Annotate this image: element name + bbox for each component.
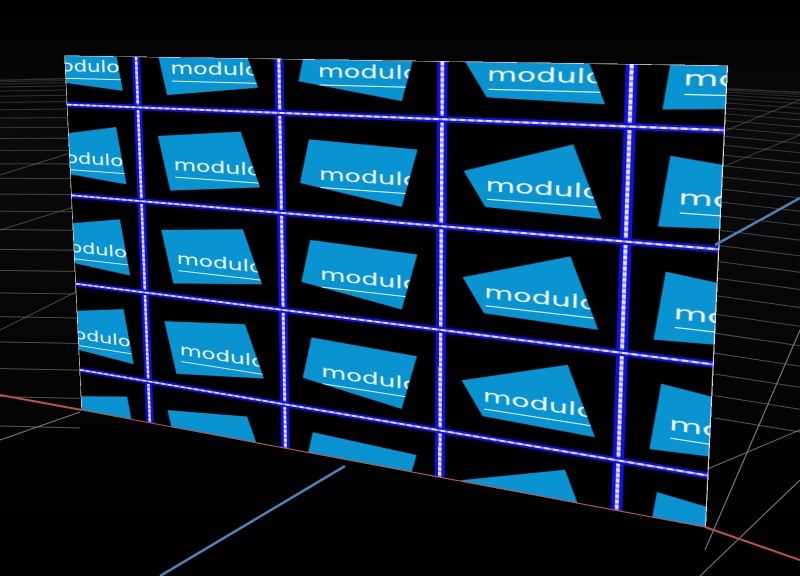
- logo-underline: [319, 84, 444, 88]
- modulo-pi-logo: moduloπ: [648, 146, 727, 244]
- logo-underline: [65, 77, 138, 80]
- modulo-pi-logo: moduloπ: [300, 327, 423, 416]
- logo-text: moduloπ: [682, 66, 727, 95]
- logo-underline: [489, 89, 633, 94]
- modulo-pi-logo: moduloπ: [295, 56, 423, 107]
- logo-text: moduloπ: [65, 236, 147, 265]
- logo-text: moduloπ: [321, 361, 444, 401]
- modulo-pi-logo: moduloπ: [65, 56, 123, 96]
- logo-underline: [685, 94, 727, 100]
- logo-text: moduloπ: [485, 174, 632, 207]
- modulo-pi-logo: moduloπ: [65, 206, 130, 281]
- modulo-pi-logo: moduloπ: [297, 130, 423, 213]
- logo-cell: moduloπ: [65, 56, 138, 107]
- logo-text: moduloπ: [65, 147, 144, 173]
- logo-cell: moduloπ: [441, 119, 629, 241]
- modulo-pi-logo: moduloπ: [460, 137, 607, 227]
- modulo-pi-logo: moduloπ: [461, 56, 610, 113]
- modulo-pi-logo: moduloπ: [65, 117, 127, 189]
- modulo-pi-logo: moduloπ: [150, 56, 263, 101]
- logo-text: moduloπ: [486, 62, 636, 91]
- modulo-pi-logo: moduloπ: [160, 309, 269, 392]
- logo-cell: moduloπ: [442, 56, 634, 127]
- logo-text: moduloπ: [170, 57, 283, 82]
- logo-cell: moduloπ: [65, 103, 141, 202]
- logo-cell: moduloπ: [138, 107, 282, 212]
- logo-text: moduloπ: [317, 59, 447, 86]
- modulo-pi-logo: moduloπ: [157, 217, 267, 297]
- logo-cell: moduloπ: [65, 191, 145, 293]
- logo-text: moduloπ: [482, 385, 625, 429]
- modulo-pi-logo: moduloπ: [153, 123, 265, 200]
- logo-text: moduloπ: [65, 56, 140, 78]
- logo-cell: moduloπ: [280, 113, 442, 226]
- logo-underline: [172, 81, 281, 85]
- modulo-pi-logo: moduloπ: [459, 245, 603, 338]
- modulo-pi-logo: moduloπ: [459, 349, 601, 446]
- modulo-pi-logo: moduloπ: [653, 56, 727, 120]
- modulo-pi-logo: moduloπ: [298, 230, 422, 316]
